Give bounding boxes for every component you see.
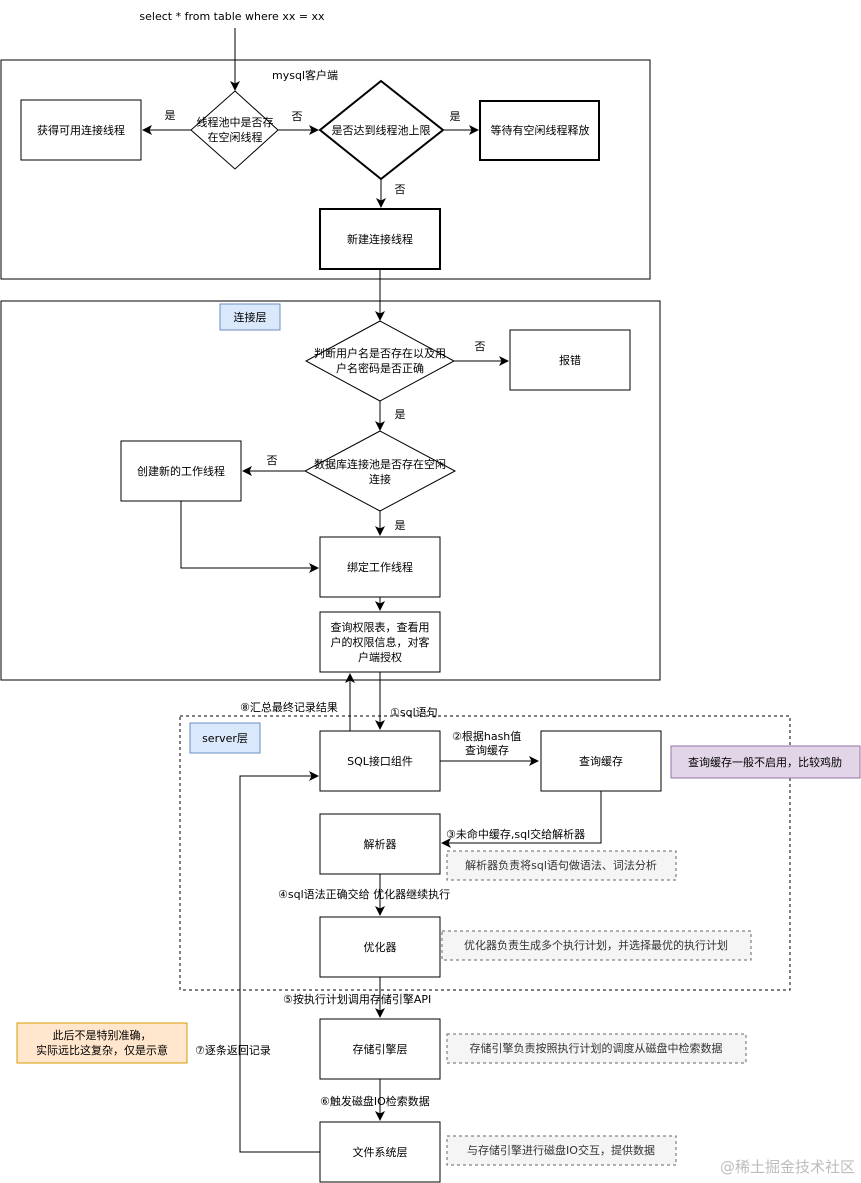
new-thread-box	[319, 208, 441, 270]
optimizer-note-box	[441, 930, 752, 961]
no-mid-label: 否	[292, 110, 303, 123]
step7-label: ⑦逐条返回记录	[195, 1043, 271, 1057]
arrow-step3	[441, 791, 602, 848]
arrow-step7	[239, 771, 320, 1153]
filesystem-note-box	[446, 1135, 677, 1166]
server-tag-text: server层	[202, 732, 248, 745]
step4-label: ④sql语法正确交给 优化器继续执行	[278, 887, 450, 901]
yes-down-label: 是	[395, 408, 406, 421]
parser-note-box	[446, 850, 677, 881]
connection-tag	[219, 303, 281, 331]
top-query-text: select * from table where xx = xx	[139, 10, 325, 23]
check-auth-diamond	[304, 320, 456, 402]
optimizer-text: 优化器	[364, 940, 397, 954]
get-thread-text: 获得可用连接线程	[37, 123, 125, 137]
wait-release-text: 等待有空闲线程释放	[491, 123, 590, 137]
engine-note-text: 存储引擎负责按照执行计划的调度从磁盘中检索数据	[470, 1041, 723, 1055]
db-pool-idle-text-1: 数据库连接池是否存在空闲	[314, 457, 446, 471]
sql-interface-box	[319, 730, 441, 792]
server-container	[179, 715, 791, 991]
connection-tag-text: 连接层	[234, 311, 267, 324]
check-auth-text-1: 判断用户名是否存在以及用	[314, 346, 446, 360]
client-label: mysql客户端	[272, 68, 338, 82]
query-priv-text-3: 户端授权	[358, 650, 402, 664]
query-cache-box	[540, 730, 662, 792]
error-box	[509, 329, 631, 391]
client-container	[0, 59, 651, 280]
pool-has-idle-text-1: 线程池中是否存	[197, 115, 274, 129]
create-worker-text: 创建新的工作线程	[137, 464, 225, 478]
storage-engine-box	[319, 1018, 441, 1080]
check-auth-text-2: 户名密码是否正确	[336, 361, 424, 375]
step6-label: ⑥触发磁盘IO检索数据	[320, 1094, 430, 1108]
query-priv-text-2: 户的权限信息，对客	[331, 635, 430, 649]
error-text: 报错	[559, 353, 581, 367]
step3-label: ③未命中缓存,sql交给解析器	[446, 827, 585, 841]
connection-container	[0, 300, 661, 681]
step5-label: ⑤按执行计划调用存储引擎API	[283, 992, 431, 1006]
storage-engine-text: 存储引擎层	[353, 1042, 408, 1056]
db-pool-idle-text-2: 连接	[369, 473, 391, 486]
warning-note-text-2: 实际远比这复杂，仅是示意	[36, 1043, 168, 1057]
wait-release-box	[479, 100, 600, 161]
parser-note-text: 解析器负责将sql语句做语法、词法分析	[465, 858, 657, 872]
cache-note-box	[670, 745, 861, 779]
step2-label-1: ②根据hash值	[452, 729, 521, 743]
watermark-text: @稀土掘金技术社区	[720, 1158, 855, 1176]
warning-note-box	[16, 1022, 188, 1064]
step2-label-2: 查询缓存	[465, 743, 509, 757]
arrow-create-to-bind	[180, 501, 319, 573]
step1-label: ①sql语句	[390, 706, 438, 719]
yes-left-label: 是	[165, 109, 176, 122]
pool-has-idle-text-2: 在空闲线程	[208, 130, 263, 144]
server-tag	[189, 722, 261, 754]
create-worker-box	[120, 440, 242, 502]
db-pool-idle-diamond	[303, 430, 457, 512]
pool-limit-text: 是否达到线程池上限	[332, 123, 431, 137]
query-priv-box	[319, 611, 441, 673]
filesystem-note-text: 与存储引擎进行磁盘IO交互，提供数据	[467, 1143, 655, 1157]
filesystem-box	[319, 1121, 441, 1183]
engine-note-box	[446, 1033, 747, 1064]
parser-box	[319, 813, 441, 875]
filesystem-text: 文件系统层	[353, 1145, 408, 1159]
optimizer-note-text: 优化器负责生成多个执行计划，并选择最优的执行计划	[464, 938, 728, 952]
bind-worker-text: 绑定工作线程	[347, 560, 413, 574]
sql-interface-text: SQL接口组件	[347, 754, 413, 768]
yes-right-label: 是	[450, 110, 461, 123]
new-thread-text: 新建连接线程	[347, 232, 413, 246]
cache-note-text: 查询缓存一般不启用，比较鸡肋	[688, 755, 842, 769]
no-left-label: 否	[267, 454, 278, 467]
no-error-label: 否	[475, 340, 486, 353]
step8-label: ⑧汇总最终记录结果	[240, 700, 338, 714]
no-down-label: 否	[395, 183, 406, 196]
query-priv-text-1: 查询权限表，查看用	[331, 620, 430, 634]
parser-text: 解析器	[364, 837, 397, 851]
query-cache-text: 查询缓存	[579, 754, 623, 768]
optimizer-box	[319, 916, 441, 978]
get-thread-box	[20, 99, 142, 161]
yes-bind-label: 是	[395, 519, 406, 532]
warning-note-text-1: 此后不是特别准确，	[53, 1028, 152, 1042]
pool-has-idle-diamond	[190, 90, 279, 170]
